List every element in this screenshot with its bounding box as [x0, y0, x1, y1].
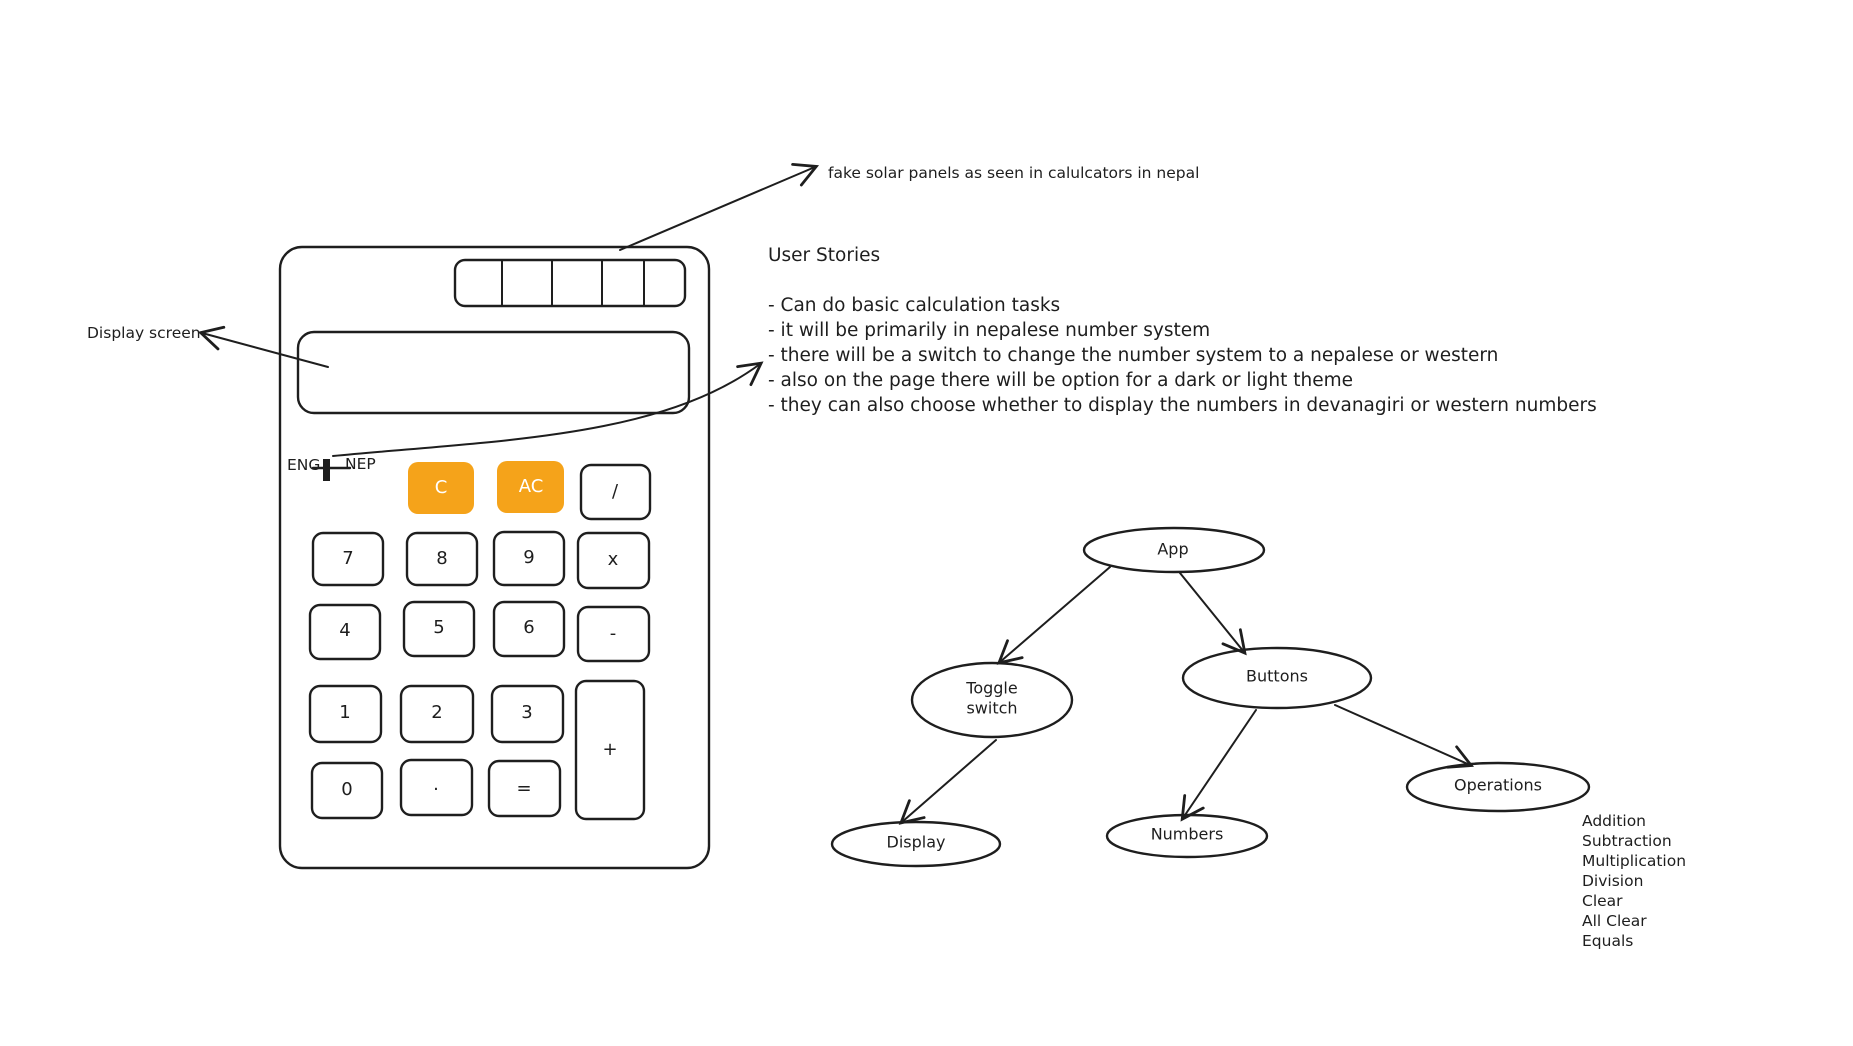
- key-6: [492, 600, 566, 658]
- key-3-label: 3: [521, 702, 532, 723]
- node-display: [830, 820, 1002, 868]
- toggle-knob: [323, 459, 330, 481]
- operation-item: Equals: [1582, 932, 1633, 950]
- key-dot-label: .: [433, 774, 439, 795]
- key-9-label: 9: [523, 547, 534, 568]
- edge-app-buttons: [1179, 572, 1247, 656]
- edge-app-toggle: [996, 566, 1111, 665]
- solar-panel: [453, 258, 687, 308]
- node-buttons-label: Buttons: [1246, 667, 1308, 686]
- node-toggle-switch: [910, 661, 1074, 739]
- key-equals: [487, 759, 562, 818]
- operations-list: Addition Subtraction Multiplication Divi…: [1582, 812, 1686, 950]
- key-5-label: 5: [433, 617, 444, 638]
- key-0-label: 0: [341, 779, 352, 800]
- node-numbers: [1105, 813, 1269, 859]
- edge-buttons-numbers: [1180, 709, 1257, 822]
- user-story-3: - there will be a switch to change the n…: [768, 345, 1498, 366]
- operation-item: Division: [1582, 872, 1643, 890]
- key-plus-label: +: [602, 739, 617, 760]
- key-minus: [576, 605, 651, 663]
- user-stories: User Stories - Can do basic calculation …: [768, 245, 1597, 416]
- operation-item: Multiplication: [1582, 852, 1686, 870]
- user-story-5: - they can also choose whether to displa…: [768, 395, 1597, 416]
- node-app-label: App: [1157, 540, 1188, 559]
- key-plus: [574, 679, 646, 821]
- key-dot: [399, 758, 474, 817]
- display-screen: [296, 330, 691, 415]
- user-story-1: - Can do basic calculation tasks: [768, 295, 1060, 316]
- operation-item: Clear: [1582, 892, 1623, 910]
- key-3: [490, 684, 565, 744]
- calculator-sketch: ENG NEP C AC / 7 8 9 x 4 5 6 - 1 2: [278, 245, 711, 870]
- key-1: [308, 684, 383, 744]
- key-8-label: 8: [436, 548, 447, 569]
- node-app: [1082, 526, 1266, 574]
- solar-note-arrow: [619, 162, 820, 251]
- node-operations-label: Operations: [1454, 776, 1542, 795]
- operation-item: Addition: [1582, 812, 1646, 830]
- solar-note-text: fake solar panels as seen in calulcators…: [828, 164, 1199, 182]
- toggle-label-eng: ENG: [287, 456, 320, 474]
- node-numbers-label: Numbers: [1151, 825, 1224, 844]
- display-note-text: Display screen: [87, 324, 201, 342]
- user-story-4: - also on the page there will be option …: [768, 370, 1353, 391]
- key-8: [405, 531, 479, 587]
- key-c-label: C: [435, 477, 448, 498]
- key-divide: [579, 463, 652, 521]
- toggle-label-nep: NEP: [345, 455, 376, 473]
- node-display-label: Display: [887, 833, 946, 852]
- component-tree: App Toggle switch Buttons Display Number…: [830, 526, 1686, 950]
- key-0: [310, 761, 384, 820]
- key-5: [402, 600, 476, 658]
- key-2-label: 2: [431, 702, 442, 723]
- key-multiply-label: x: [608, 549, 619, 570]
- key-divide-label: /: [612, 481, 619, 502]
- key-ac: [497, 461, 564, 513]
- user-stories-title: User Stories: [768, 245, 880, 266]
- key-4-label: 4: [339, 620, 350, 641]
- key-multiply: [576, 531, 651, 590]
- operation-item: All Clear: [1582, 912, 1647, 930]
- operation-item: Subtraction: [1582, 832, 1672, 850]
- key-ac-label: AC: [519, 476, 544, 497]
- edge-toggle-display: [898, 739, 997, 825]
- node-operations: [1405, 761, 1591, 813]
- edge-buttons-operations: [1334, 704, 1474, 769]
- annotations: fake solar panels as seen in calulcators…: [87, 162, 1199, 457]
- key-minus-label: -: [610, 623, 617, 644]
- key-equals-label: =: [516, 778, 531, 799]
- key-6-label: 6: [523, 617, 534, 638]
- node-toggle-label-1: Toggle: [965, 679, 1017, 698]
- key-c: [408, 462, 474, 514]
- calculator-body: [278, 245, 711, 870]
- key-7-label: 7: [342, 548, 353, 569]
- language-toggle: ENG NEP: [287, 455, 376, 481]
- node-toggle-label-2: switch: [966, 699, 1017, 718]
- key-7: [311, 531, 385, 587]
- user-story-2: - it will be primarily in nepalese numbe…: [768, 320, 1210, 341]
- key-2: [399, 684, 475, 744]
- key-9: [492, 530, 566, 587]
- key-4: [308, 603, 382, 661]
- node-buttons: [1181, 646, 1373, 710]
- toggle-to-stories-arrow: [332, 361, 764, 457]
- key-1-label: 1: [339, 702, 350, 723]
- display-note-arrow: [197, 325, 329, 368]
